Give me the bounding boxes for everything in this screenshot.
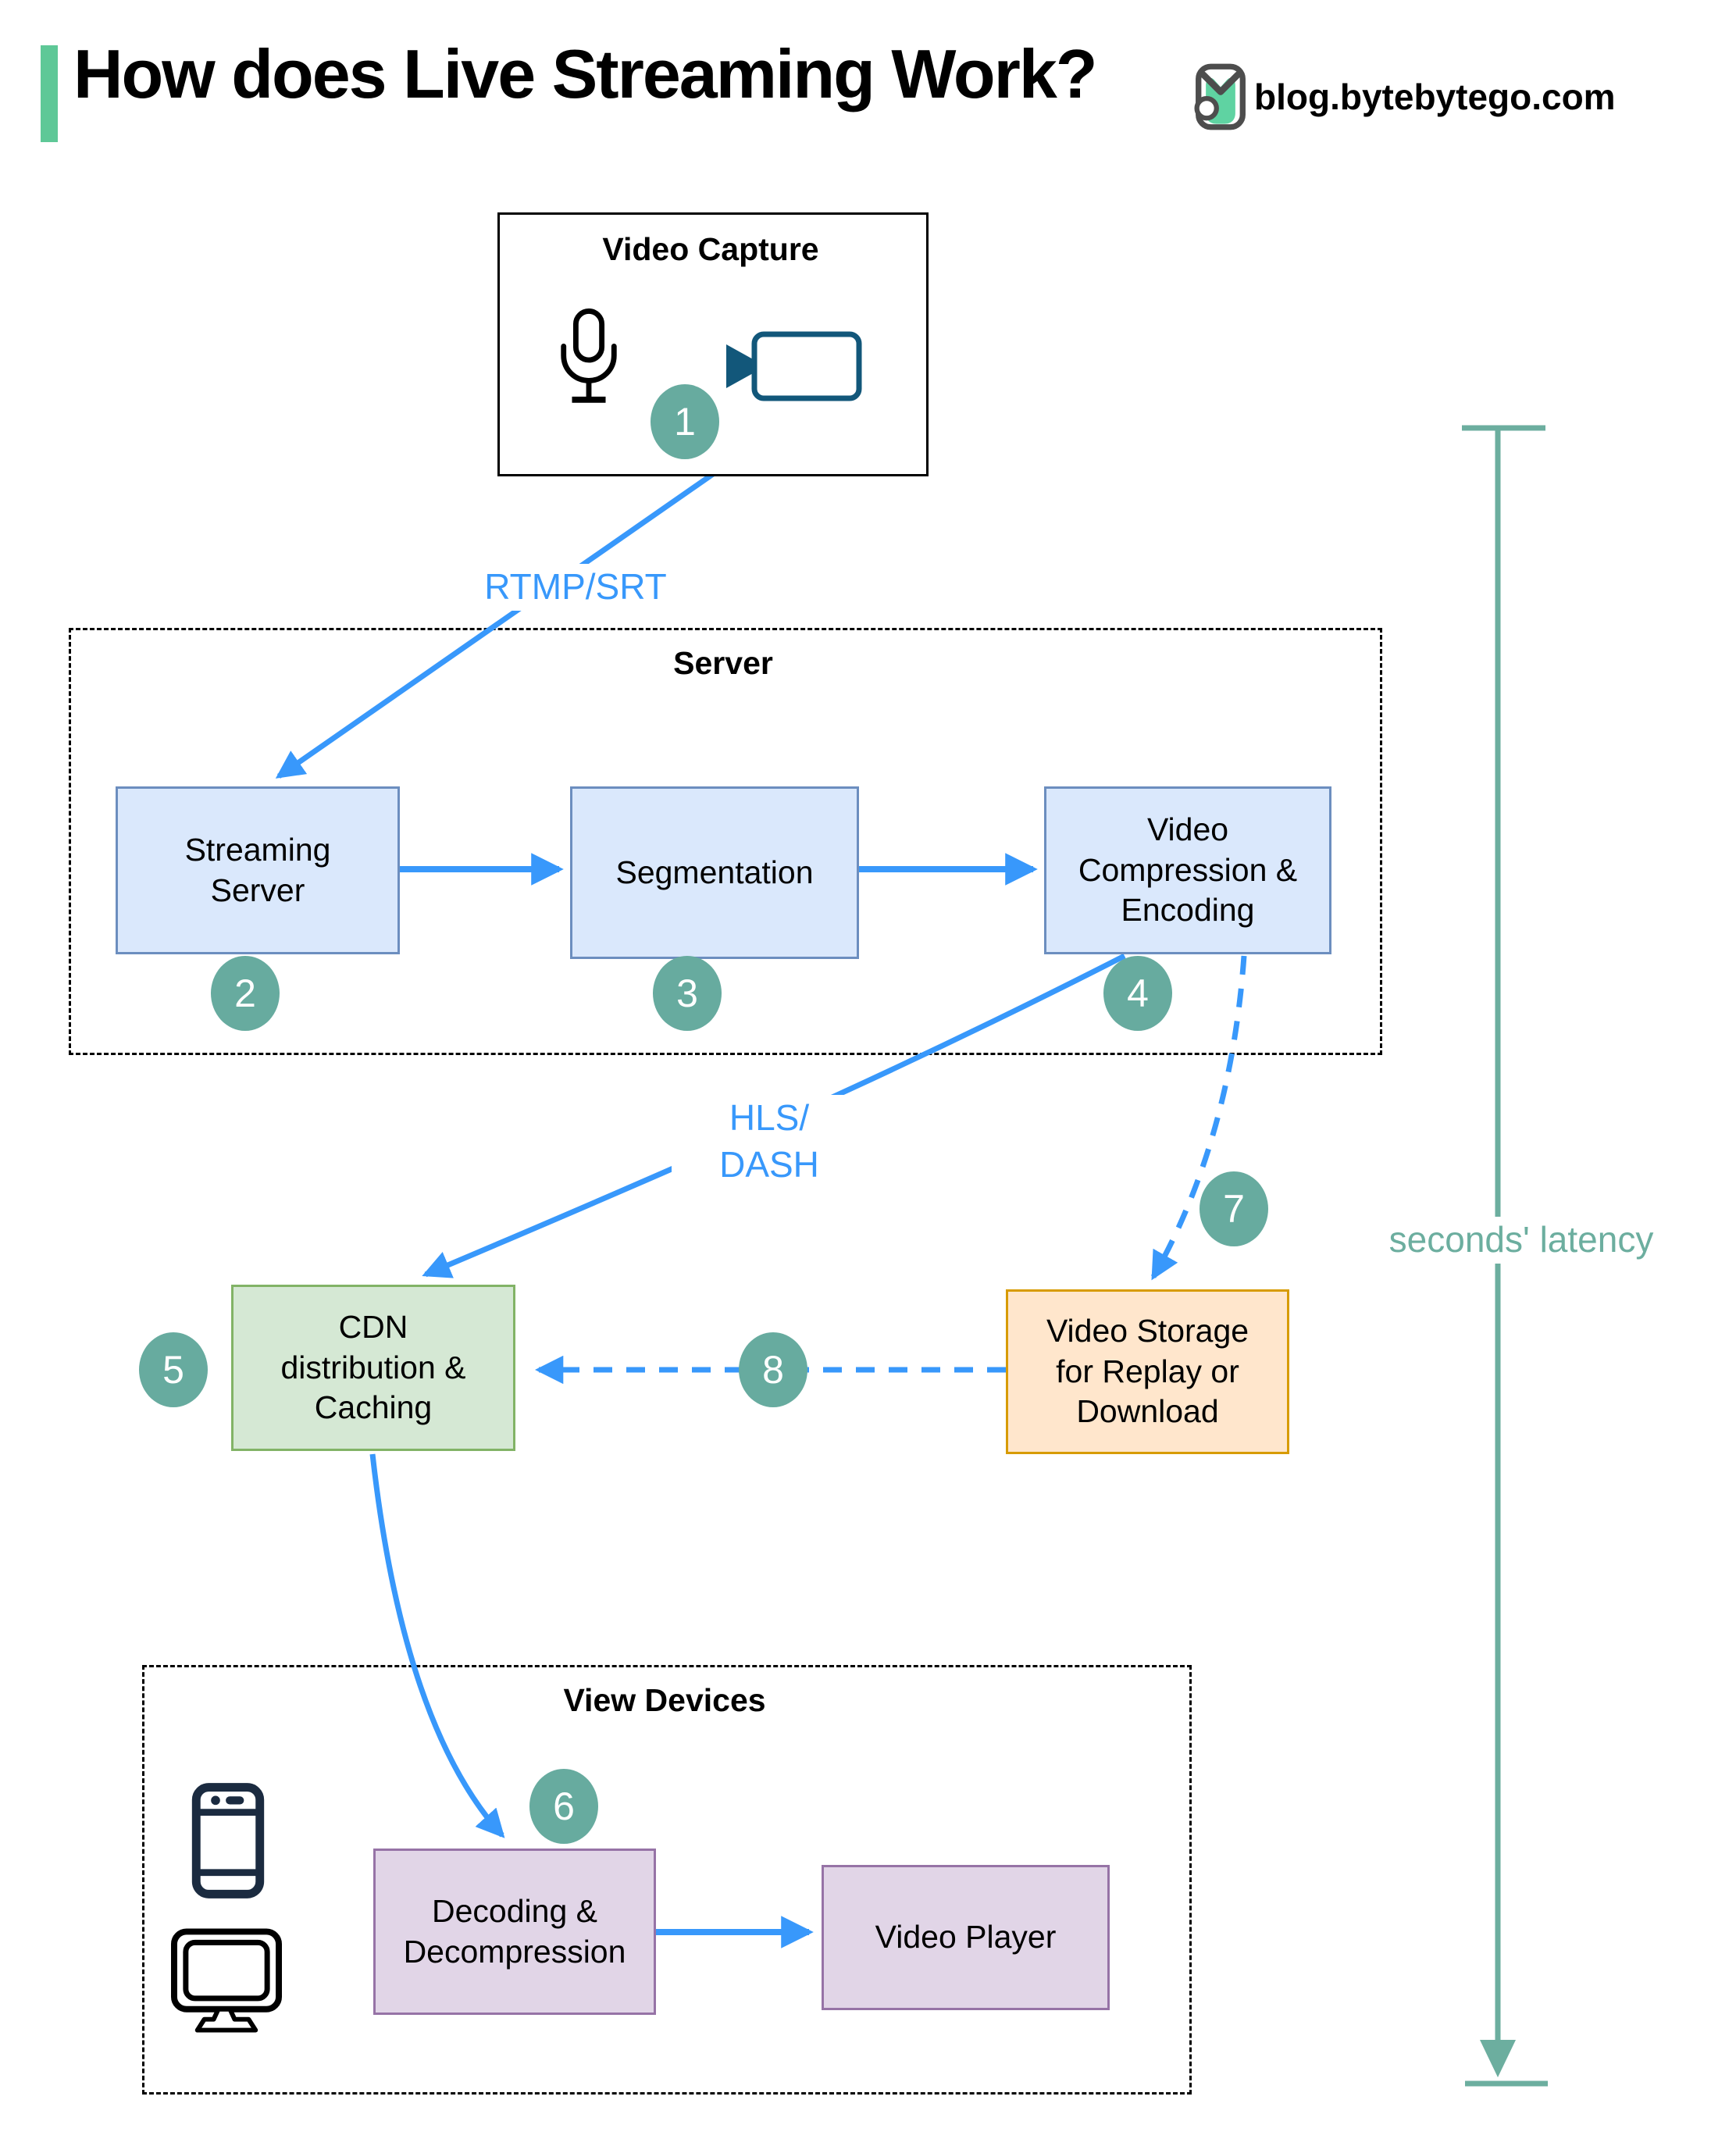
desktop-monitor-icon bbox=[170, 1928, 283, 2033]
edge-compression-to-storage bbox=[1150, 955, 1247, 1281]
latency-label: seconds' latency bbox=[1365, 1217, 1677, 1264]
cdn-node: CDN distribution & Caching bbox=[231, 1285, 515, 1451]
segmentation-node: Segmentation bbox=[570, 786, 859, 959]
site-url-label: blog.bytebytego.com bbox=[1254, 77, 1616, 117]
view-devices-group-box bbox=[142, 1665, 1192, 2095]
page-title: How does Live Streaming Work? bbox=[73, 35, 1098, 112]
view-devices-group-label: View Devices bbox=[563, 1682, 766, 1718]
rtmp-srt-label: RTMP/SRT bbox=[466, 564, 685, 611]
streaming-server-node: Streaming Server bbox=[116, 786, 400, 954]
step-badge-1: 1 bbox=[651, 384, 719, 459]
decoding-node: Decoding & Decompression bbox=[373, 1849, 656, 2015]
streaming-server-label: Streaming Server bbox=[184, 831, 331, 908]
segmentation-label: Segmentation bbox=[615, 854, 814, 890]
video-capture-label: Video Capture bbox=[602, 231, 819, 267]
video-player-node: Video Player bbox=[822, 1865, 1110, 2010]
step-badge-6: 6 bbox=[529, 1769, 598, 1844]
smartphone-icon bbox=[191, 1783, 265, 1898]
server-group-box bbox=[69, 628, 1382, 1055]
edge-cdn-to-decoding bbox=[369, 1453, 505, 1838]
video-compression-label: Video Compression & Encoding bbox=[1078, 811, 1298, 929]
decoding-label: Decoding & Decompression bbox=[403, 1892, 626, 1970]
cdn-label: CDN distribution & Caching bbox=[280, 1309, 466, 1426]
server-group-label: Server bbox=[673, 645, 773, 681]
microphone-icon bbox=[561, 308, 617, 403]
step-badge-8: 8 bbox=[739, 1332, 807, 1407]
video-player-label: Video Player bbox=[875, 1919, 1057, 1956]
step-badge-4: 4 bbox=[1103, 956, 1172, 1031]
step-badge-7: 7 bbox=[1200, 1171, 1268, 1246]
video-storage-label: Video Storage for Replay or Download bbox=[1046, 1313, 1249, 1430]
video-storage-node: Video Storage for Replay or Download bbox=[1006, 1289, 1289, 1454]
hls-dash-label: HLS/ DASH bbox=[672, 1095, 867, 1189]
video-compression-node: Video Compression & Encoding bbox=[1044, 786, 1331, 954]
bytebytego-logo-icon bbox=[1194, 63, 1246, 130]
hls-label-line2: DASH bbox=[719, 1143, 819, 1185]
latency-arrowhead bbox=[1480, 2040, 1516, 2077]
title-accent-bar bbox=[41, 45, 58, 142]
step-badge-3: 3 bbox=[653, 956, 722, 1031]
step-badge-2: 2 bbox=[211, 956, 280, 1031]
edge-capture-to-streaming-server bbox=[275, 472, 715, 779]
hls-label-line1: HLS/ bbox=[729, 1097, 810, 1138]
step-badge-5: 5 bbox=[139, 1332, 208, 1407]
video-camera-icon bbox=[726, 331, 862, 401]
